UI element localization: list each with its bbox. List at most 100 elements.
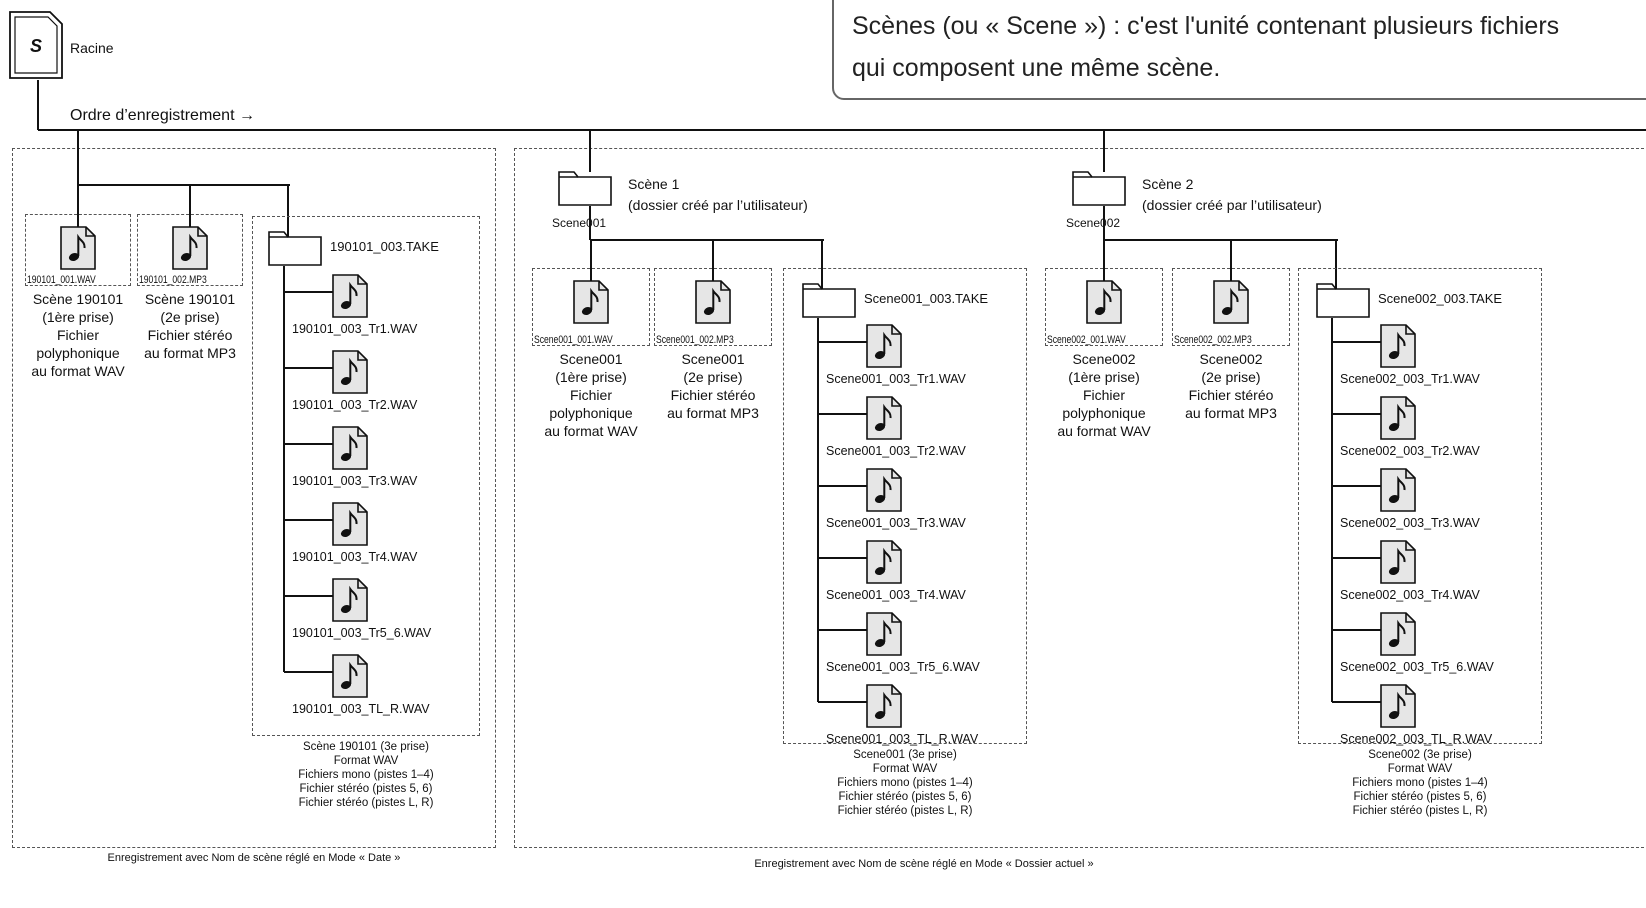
connector-line xyxy=(189,185,191,248)
connector-line xyxy=(589,130,591,172)
music-file-icon[interactable] xyxy=(866,684,902,728)
take-folder-frame xyxy=(783,268,1027,744)
connector-line xyxy=(1335,240,1337,292)
connector-line xyxy=(1332,701,1382,703)
music-file-icon[interactable] xyxy=(60,226,96,270)
music-file-icon[interactable] xyxy=(866,468,902,512)
connector-line xyxy=(77,130,79,185)
music-file-icon[interactable] xyxy=(1086,280,1122,324)
take-description: Scène 190101 (3e prise) Format WAV Fichi… xyxy=(298,741,434,809)
scene-title: Scène 2 xyxy=(1142,176,1194,192)
timeline-line xyxy=(38,129,1646,131)
take-folder-frame xyxy=(252,216,480,736)
track-file-name: Scene002_003_Tr3.WAV xyxy=(1340,516,1480,530)
connector-line xyxy=(284,671,334,673)
track-file-name: 190101_003_Tr3.WAV xyxy=(292,474,418,488)
connector-line xyxy=(590,240,592,302)
track-file-name: Scene002_003_Tr1.WAV xyxy=(1340,372,1480,386)
track-file-name: 190101_003_Tr2.WAV xyxy=(292,398,418,412)
connector-line xyxy=(1103,240,1105,302)
scene-folder-name: Scene001 xyxy=(552,216,607,230)
connector-line xyxy=(1230,240,1232,302)
take-folder-name: Scene002_003.TAKE xyxy=(1378,291,1503,306)
connector-line xyxy=(287,185,289,240)
music-file-icon[interactable] xyxy=(866,612,902,656)
music-file-icon[interactable] xyxy=(332,502,368,546)
music-file-icon[interactable] xyxy=(1380,612,1416,656)
root-label: Racine xyxy=(70,40,114,56)
date-mode-caption: Enregistrement avec Nom de scène réglé e… xyxy=(107,852,401,864)
music-file-icon[interactable] xyxy=(695,280,731,324)
connector-line xyxy=(284,443,334,445)
file-name-label: 190101_001.WAV xyxy=(27,274,96,286)
file-description: Scene001 (2e prise) Fichier stéréo au fo… xyxy=(667,351,759,421)
connector-line xyxy=(818,557,868,559)
music-file-icon[interactable] xyxy=(1380,324,1416,368)
svg-text:S: S xyxy=(30,36,42,56)
folder-icon[interactable] xyxy=(558,170,612,206)
music-file-icon[interactable] xyxy=(332,654,368,698)
track-file-name: Scene001_003_Tr4.WAV xyxy=(826,588,966,602)
folder-icon[interactable] xyxy=(268,230,322,266)
music-file-icon[interactable] xyxy=(332,350,368,394)
connector-line xyxy=(818,413,868,415)
music-file-icon[interactable] xyxy=(573,280,609,324)
music-file-icon[interactable] xyxy=(332,578,368,622)
connector-line xyxy=(37,80,39,130)
connector-line xyxy=(1103,130,1105,172)
track-file-name: Scene002_003_Tr4.WAV xyxy=(1340,588,1480,602)
file-name-label: Scene001_002.MP3 xyxy=(656,334,734,346)
music-file-icon[interactable] xyxy=(1380,684,1416,728)
connector-line xyxy=(284,291,334,293)
connector-line xyxy=(284,519,334,521)
scene-title: Scène 1 xyxy=(628,176,680,192)
folder-icon[interactable] xyxy=(802,282,856,318)
connector-line xyxy=(1103,206,1105,240)
track-file-name: Scene001_003_Tr3.WAV xyxy=(826,516,966,530)
connector-line xyxy=(818,629,868,631)
music-file-icon[interactable] xyxy=(172,226,208,270)
folder-icon[interactable] xyxy=(1072,170,1126,206)
music-file-icon[interactable] xyxy=(866,540,902,584)
music-file-icon[interactable] xyxy=(866,324,902,368)
music-file-icon[interactable] xyxy=(1380,468,1416,512)
track-file-name: Scene002_003_TL_R.WAV xyxy=(1340,732,1493,746)
file-frame xyxy=(137,214,243,286)
connector-line xyxy=(589,206,591,240)
connector-line xyxy=(590,239,824,241)
music-file-icon[interactable] xyxy=(332,426,368,470)
connector-line xyxy=(1104,239,1338,241)
file-description: Scène 190101 (1ère prise) Fichier polyph… xyxy=(31,291,125,379)
callout-line-1: Scènes (ou « Scene ») : c'est l'unité co… xyxy=(852,12,1560,40)
track-file-name: Scene001_003_Tr1.WAV xyxy=(826,372,966,386)
file-frame xyxy=(654,268,772,346)
file-frame xyxy=(532,268,650,346)
connector-line xyxy=(77,185,79,248)
connector-line xyxy=(283,266,285,672)
music-file-icon[interactable] xyxy=(1380,540,1416,584)
scenes-callout: Scènes (ou « Scene ») : c'est l'unité co… xyxy=(832,0,1646,100)
music-file-icon[interactable] xyxy=(866,396,902,440)
music-file-icon[interactable] xyxy=(1213,280,1249,324)
connector-line xyxy=(817,318,819,702)
folder-icon[interactable] xyxy=(1316,282,1370,318)
connector-line xyxy=(818,341,868,343)
take-folder-name: Scene001_003.TAKE xyxy=(864,291,989,306)
callout-line-2: qui composent une même scène. xyxy=(852,54,1221,82)
track-file-name: 190101_003_Tr4.WAV xyxy=(292,550,418,564)
connector-line xyxy=(1332,557,1382,559)
sd-card-icon[interactable]: S xyxy=(8,10,64,80)
track-file-name: Scene002_003_Tr5_6.WAV xyxy=(1340,660,1494,674)
file-name-label: Scene001_001.WAV xyxy=(534,334,613,346)
file-description: Scene002 (2e prise) Fichier stéréo au fo… xyxy=(1185,351,1277,421)
track-file-name: Scene001_003_TL_R.WAV xyxy=(826,732,979,746)
connector-line xyxy=(1331,318,1333,702)
connector-line xyxy=(1332,341,1382,343)
connector-line xyxy=(1332,629,1382,631)
connector-line xyxy=(1332,485,1382,487)
file-name-label: Scene002_001.WAV xyxy=(1047,334,1126,346)
file-description: Scène 190101 (2e prise) Fichier stéréo a… xyxy=(144,291,236,361)
music-file-icon[interactable] xyxy=(1380,396,1416,440)
music-file-icon[interactable] xyxy=(332,274,368,318)
